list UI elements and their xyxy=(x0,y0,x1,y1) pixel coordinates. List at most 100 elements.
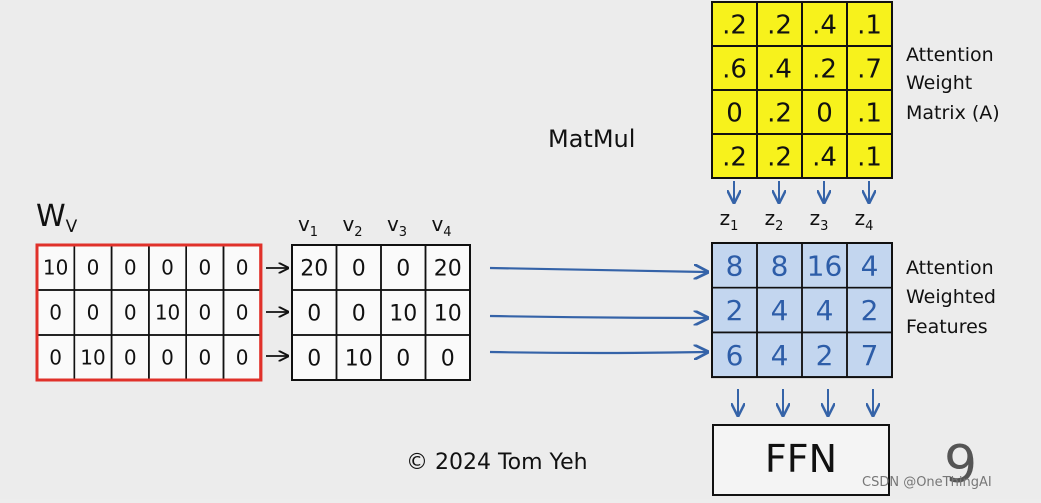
attention-matrix-value: 0 xyxy=(816,98,833,128)
z-header: z2 xyxy=(765,206,784,234)
value-matrix-value: 0 xyxy=(352,301,366,326)
long-arrow xyxy=(489,352,706,353)
matmul-label: MatMul xyxy=(548,125,635,153)
features-matrix-value: 2 xyxy=(726,294,744,327)
features-label-line-1: Attention xyxy=(906,257,994,279)
value-header: v3 xyxy=(387,212,407,240)
weight-matrix-value: 0 xyxy=(198,301,211,325)
value-matrix-value: 0 xyxy=(307,346,321,371)
value-matrix-value: 0 xyxy=(307,301,321,326)
copyright-text: © 2024 Tom Yeh xyxy=(406,450,588,475)
weight-matrix-value: 0 xyxy=(124,346,137,370)
attention-matrix-value: .7 xyxy=(857,54,882,84)
weight-matrix-value: 10 xyxy=(80,346,105,370)
features-matrix-value: 4 xyxy=(861,249,879,282)
value-headers: v1 v2 v3 v4 xyxy=(298,212,452,240)
weight-matrix-value: 0 xyxy=(161,346,174,370)
features-matrix-value: 4 xyxy=(816,294,834,327)
z-header: z3 xyxy=(810,206,829,234)
row-arrows-w-to-v xyxy=(266,268,287,356)
attention-matrix-value: .1 xyxy=(857,98,882,128)
attention-matrix-value: .2 xyxy=(767,142,792,172)
features-matrix-value: 6 xyxy=(726,339,744,372)
attention-weight-matrix: .2 .2 .4 .1 .6 .4 .2 .7 0 .2 0 .1 .2 .2 .4 .1 xyxy=(711,1,893,179)
weight-matrix-value: 0 xyxy=(124,301,137,325)
features-matrix-value: 8 xyxy=(726,249,744,282)
features-matrix-value: 2 xyxy=(816,339,834,372)
weight-matrix-label: WV xyxy=(36,199,78,237)
features-matrix-cell xyxy=(846,331,893,378)
value-matrix-value: 0 xyxy=(396,346,410,371)
features-label-line-3: Features xyxy=(906,316,988,338)
weight-matrix-value: 0 xyxy=(198,256,211,280)
attention-label-line-3: Matrix (A) xyxy=(906,102,1000,124)
features-matrix-value: 7 xyxy=(861,339,879,372)
attention-matrix-value: .2 xyxy=(767,10,792,40)
weight-matrix-value: 0 xyxy=(236,256,249,280)
z-headers: z1 z2 z3 z4 xyxy=(720,206,874,234)
attention-label-line-2: Weight xyxy=(906,72,972,94)
features-matrix-value: 2 xyxy=(861,294,879,327)
features-label: Attention Weighted Features xyxy=(906,257,996,338)
weight-matrix-value: 10 xyxy=(155,301,180,325)
weight-matrix-value: 10 xyxy=(43,256,68,280)
long-arrow xyxy=(489,268,706,272)
weight-matrix-outline xyxy=(35,243,263,382)
features-matrix-value: 16 xyxy=(807,249,843,282)
attention-matrix-value: .2 xyxy=(767,98,792,128)
attention-matrix-value: .4 xyxy=(767,54,792,84)
value-matrix: 20 0 0 20 0 0 10 10 0 10 0 0 xyxy=(291,244,471,381)
value-matrix-value: 10 xyxy=(345,346,373,371)
features-label-line-2: Weighted xyxy=(906,286,996,308)
weight-matrix-value: 0 xyxy=(49,346,62,370)
features-matrix-value: 8 xyxy=(771,249,789,282)
weight-matrix-value: 0 xyxy=(198,346,211,370)
value-matrix-value: 20 xyxy=(300,256,328,281)
attention-matrix-value: .1 xyxy=(857,10,882,40)
attention-matrix-value: 0 xyxy=(726,98,743,128)
attention-matrix-cell xyxy=(846,133,893,179)
attention-label-line-1: Attention xyxy=(906,44,994,66)
down-arrows-attention-to-z xyxy=(734,181,869,201)
value-matrix-value: 0 xyxy=(352,256,366,281)
weight-matrix-value: 0 xyxy=(87,256,100,280)
features-matrix-value: 4 xyxy=(771,294,789,327)
down-arrows-features-to-ffn xyxy=(738,389,873,414)
value-matrix-value: 0 xyxy=(396,256,410,281)
weight-matrix-value: 0 xyxy=(49,301,62,325)
attention-matrix-value: .4 xyxy=(812,10,837,40)
value-header: v2 xyxy=(342,212,362,240)
page-number: 9 xyxy=(944,435,977,495)
csdn-watermark: CSDN @OneThingAI xyxy=(862,475,992,490)
z-header: z1 xyxy=(720,206,739,234)
weight-matrix-value: 0 xyxy=(236,346,249,370)
attention-matrix-value: .6 xyxy=(722,54,747,84)
weight-matrix-value: 0 xyxy=(236,301,249,325)
attention-matrix-value: .2 xyxy=(722,142,747,172)
z-header: z4 xyxy=(855,206,874,234)
value-header: v4 xyxy=(431,212,451,240)
attention-matrix-value: .1 xyxy=(857,142,882,172)
ffn-box xyxy=(712,424,890,496)
weight-matrix-value: 0 xyxy=(161,256,174,280)
features-matrix-value: 4 xyxy=(771,339,789,372)
attention-matrix-value: .2 xyxy=(812,54,837,84)
value-matrix-value: 0 xyxy=(441,346,455,371)
weight-matrix-value: 0 xyxy=(124,256,137,280)
value-matrix-cell xyxy=(424,334,471,381)
long-arrows-v-to-features xyxy=(489,268,706,353)
long-arrow xyxy=(489,316,706,318)
value-matrix-value: 10 xyxy=(389,301,417,326)
attention-matrix-value: .2 xyxy=(722,10,747,40)
value-matrix-value: 20 xyxy=(434,256,462,281)
attention-label: Attention Weight Matrix (A) xyxy=(906,44,1000,124)
weight-matrix-value: 0 xyxy=(87,301,100,325)
attention-matrix-value: .4 xyxy=(812,142,837,172)
value-matrix-value: 10 xyxy=(434,301,462,326)
ffn-label: FFN xyxy=(765,437,837,481)
value-header: v1 xyxy=(298,212,318,240)
